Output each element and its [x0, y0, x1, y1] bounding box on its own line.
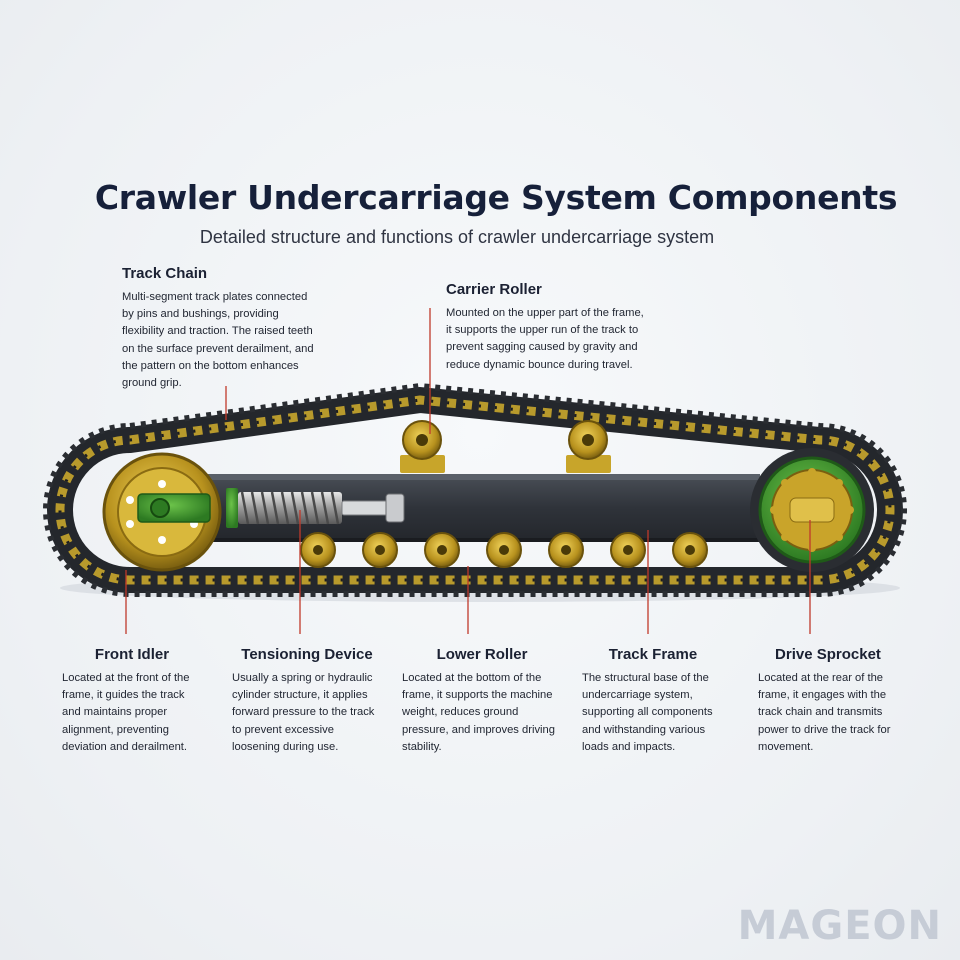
lower-roller: [610, 532, 646, 568]
drive-sprocket-description: Located at the rear of the frame, it eng…: [758, 672, 891, 753]
callout-tensioning-device: Tensioning Device Usually a spring or hy…: [232, 646, 382, 756]
callout-front-idler: Front Idler Located at the front of the …: [62, 646, 202, 756]
lower-roller-title: Lower Roller: [436, 646, 528, 663]
lower-roller: [672, 532, 708, 568]
callout-drive-sprocket: Drive Sprocket Located at the rear of th…: [758, 646, 898, 756]
carrier-roller-title: Carrier Roller: [446, 281, 542, 298]
carrier-roller-description: Mounted on the upper part of the frame, …: [446, 307, 644, 371]
lower-roller: [486, 532, 522, 568]
track-frame-title: Track Frame: [608, 646, 698, 663]
lower-roller-description: Located at the bottom of the frame, it s…: [402, 672, 555, 753]
callout-track-chain: Track Chain Multi-segment track plates c…: [122, 265, 322, 392]
lower-roller: [424, 532, 460, 568]
callout-track-frame: Track Frame The structural base of the u…: [582, 646, 724, 756]
drive-sprocket-title: Drive Sprocket: [775, 646, 881, 663]
front-idler-title: Front Idler: [94, 646, 170, 663]
callout-lower-roller: Lower Roller Located at the bottom of th…: [402, 646, 562, 756]
lower-roller: [300, 532, 336, 568]
callout-carrier-roller: Carrier Roller Mounted on the upper part…: [446, 281, 652, 374]
page-title: Crawler Undercarriage System Components: [94, 178, 898, 217]
carrier-roller-2: [566, 420, 611, 473]
page-subtitle: Detailed structure and functions of craw…: [199, 227, 715, 247]
track-frame: [200, 474, 760, 542]
track-chain: [43, 383, 907, 597]
track-chain-description: Multi-segment track plates connected by …: [122, 291, 314, 390]
lower-rollers: [300, 532, 708, 568]
brand-logo: MAGEON: [737, 903, 942, 949]
carrier-roller-1: [400, 420, 445, 473]
tensioning-device: [226, 488, 405, 528]
drive-sprocket: [750, 448, 874, 572]
leader-lines: [125, 308, 811, 634]
front-idler-description: Located at the front of the frame, it gu…: [62, 672, 190, 753]
front-idler: [102, 452, 222, 572]
tensioning-device-title: Tensioning Device: [241, 646, 373, 663]
tensioning-device-description: Usually a spring or hydraulic cylinder s…: [232, 672, 375, 753]
track-chain-title: Track Chain: [122, 265, 208, 282]
lower-roller: [362, 532, 398, 568]
lower-roller: [548, 532, 584, 568]
track-frame-description: The structural base of the undercarriage…: [582, 672, 713, 753]
